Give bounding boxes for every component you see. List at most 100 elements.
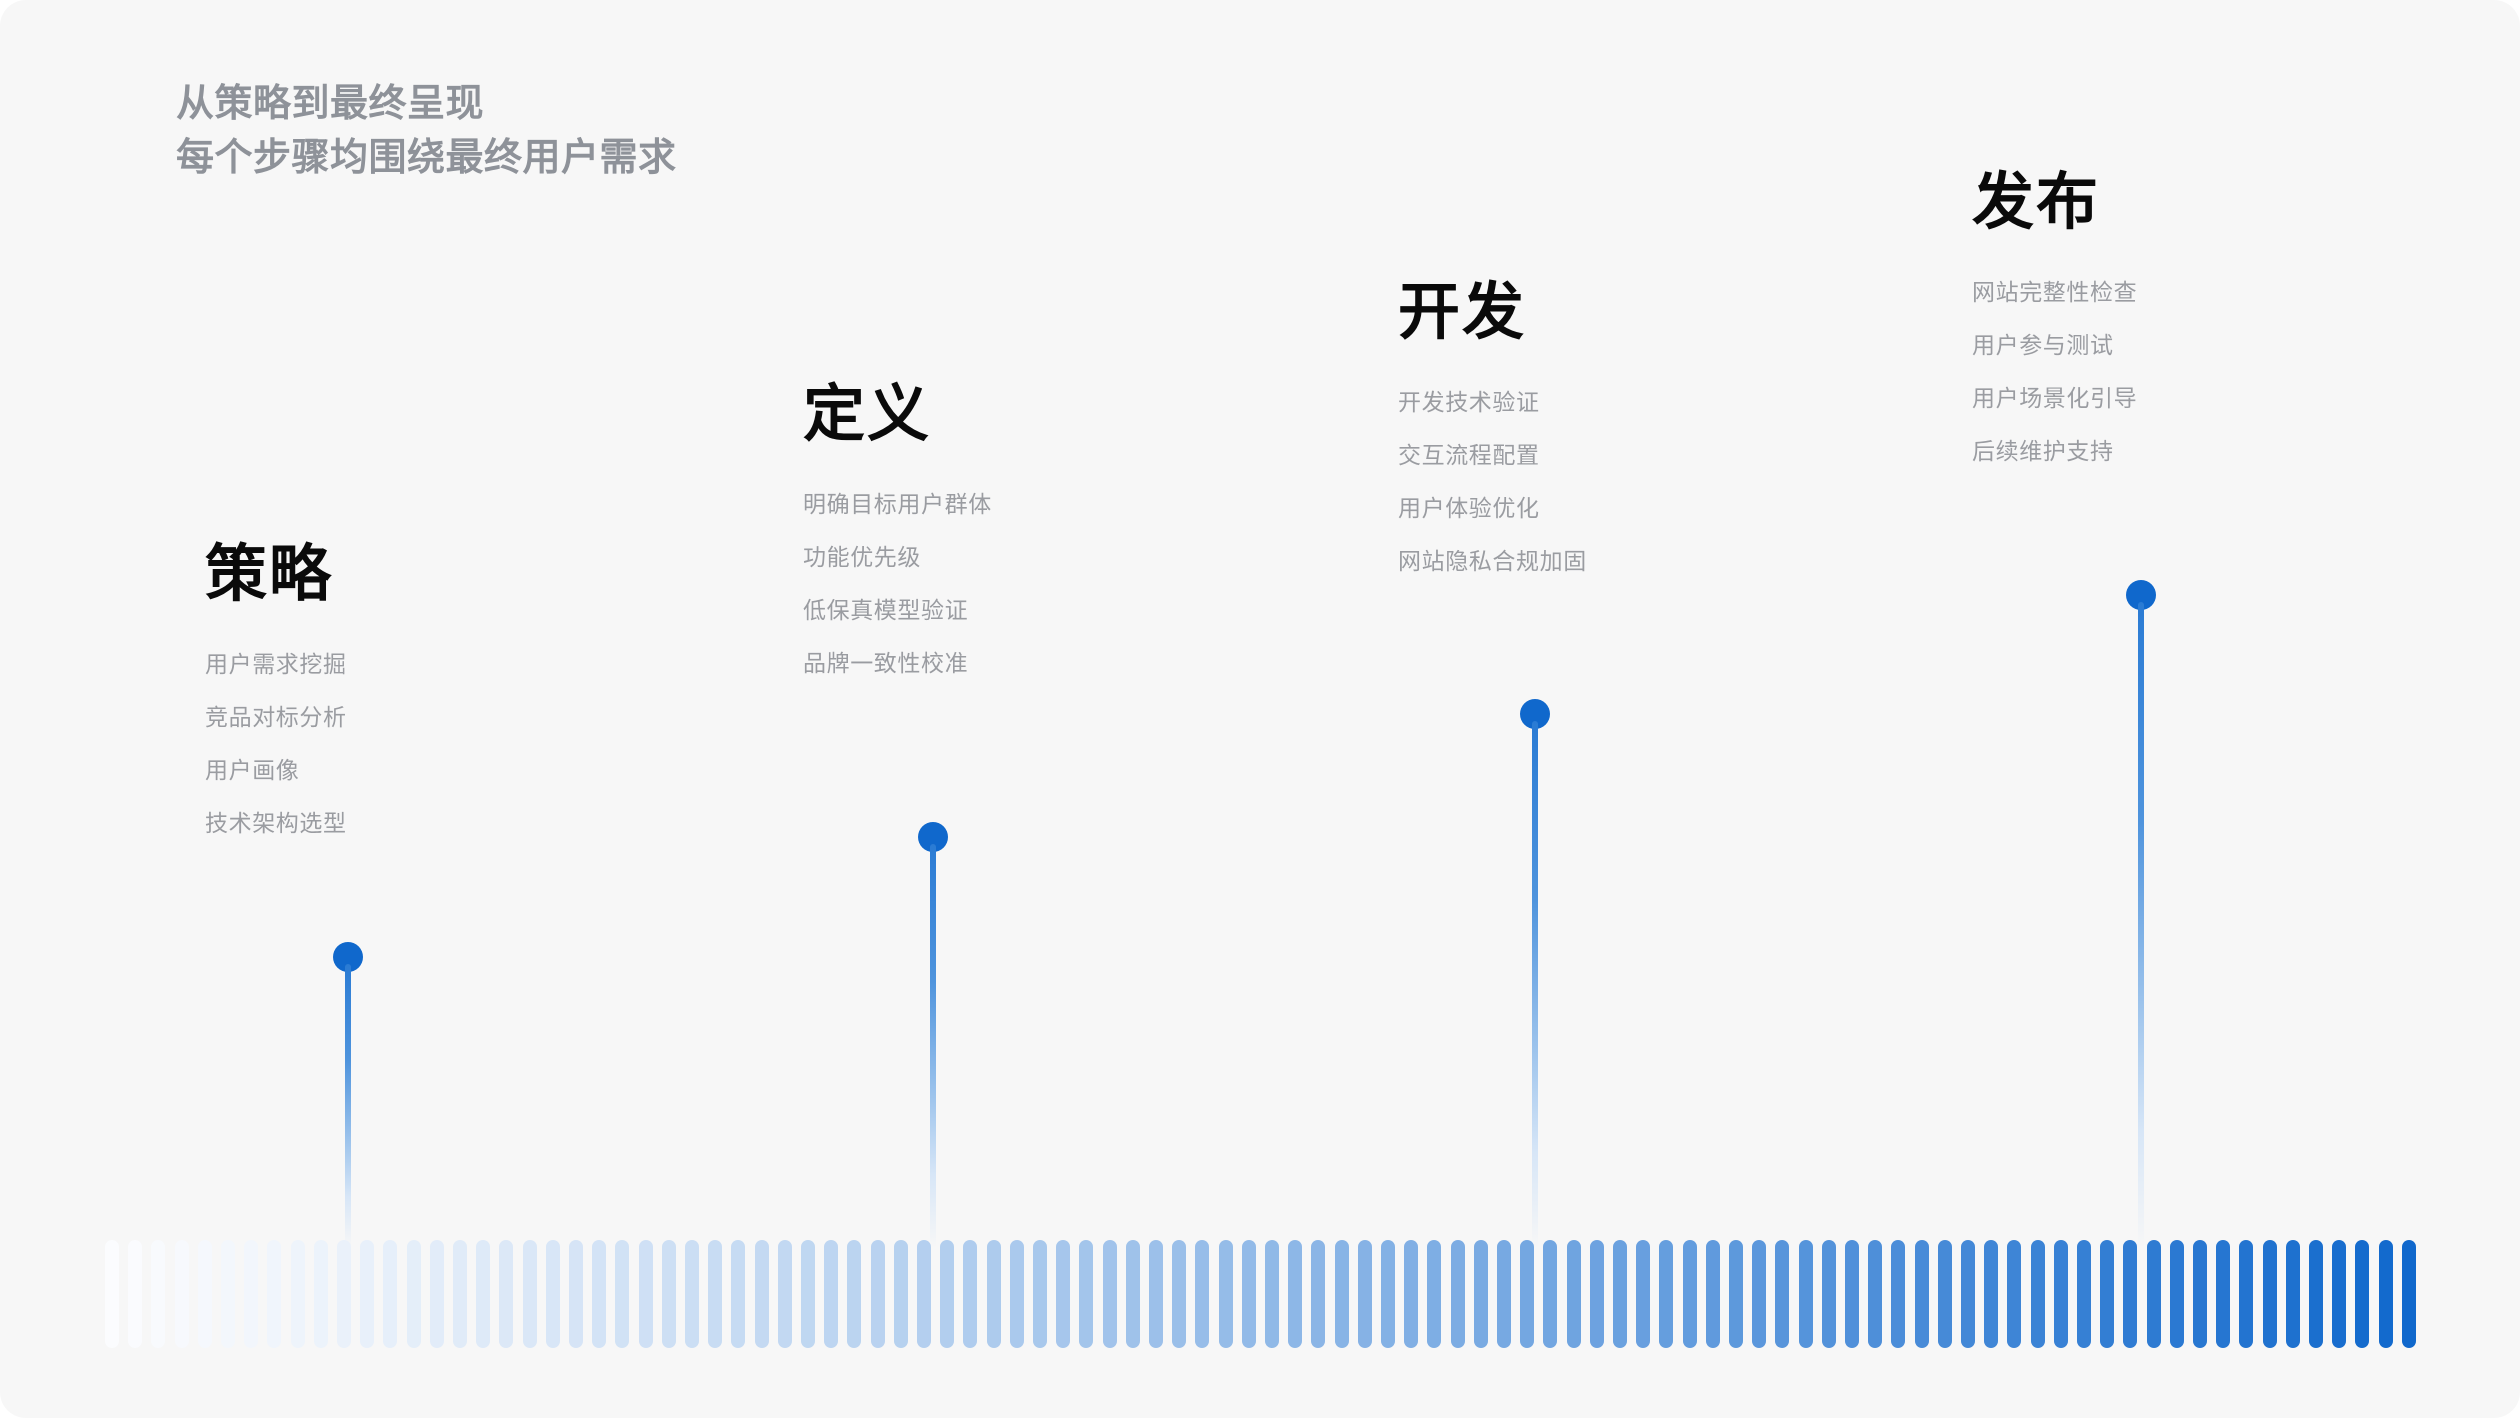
equalizer-bar	[824, 1240, 839, 1348]
pin-stem	[345, 964, 351, 1248]
equalizer-bars	[105, 1240, 2417, 1348]
page-title: 从策略到最终呈现 每个步骤均围绕最终用户需求	[176, 78, 677, 186]
equalizer-bar	[1984, 1240, 1999, 1348]
equalizer-bar	[1798, 1240, 1813, 1348]
equalizer-bar	[1381, 1240, 1395, 1348]
heading-line-1: 从策略到最终呈现	[176, 83, 485, 125]
equalizer-bar	[1427, 1240, 1442, 1348]
equalizer-bar	[2332, 1240, 2347, 1348]
equalizer-bar	[1961, 1240, 1975, 1348]
equalizer-bar	[151, 1240, 166, 1348]
equalizer-bar	[1497, 1240, 1511, 1348]
list-item: 竞品对标分析	[205, 704, 347, 731]
equalizer-bar	[267, 1240, 282, 1348]
equalizer-bar	[1357, 1240, 1372, 1348]
equalizer-bar	[1125, 1240, 1140, 1348]
equalizer-bar	[615, 1240, 630, 1348]
equalizer-bar	[1172, 1240, 1187, 1348]
equalizer-bar	[986, 1240, 1001, 1348]
equalizer-bar	[963, 1240, 978, 1348]
equalizer-bar	[2285, 1240, 2300, 1348]
equalizer-bar	[1682, 1240, 1697, 1348]
equalizer-bar	[221, 1240, 235, 1348]
equalizer-bar	[244, 1240, 259, 1348]
equalizer-bar	[777, 1240, 792, 1348]
equalizer-bar	[429, 1240, 444, 1348]
equalizer-bar	[2077, 1240, 2091, 1348]
list-item: 网站完整性检查	[1972, 279, 2138, 306]
list-item: 交互流程配置	[1398, 442, 1540, 469]
list-item: 网站隐私合规加固	[1398, 548, 1587, 575]
equalizer-bar	[1636, 1240, 1651, 1348]
heading-line-2: 每个步骤均围绕最终用户需求	[176, 136, 677, 179]
equalizer-bar	[1265, 1240, 1279, 1348]
equalizer-bar	[661, 1240, 676, 1348]
equalizer-bar	[360, 1240, 375, 1348]
equalizer-bar	[1868, 1240, 1883, 1348]
equalizer-bar	[2053, 1240, 2068, 1348]
equalizer-bar	[2146, 1240, 2161, 1348]
milestone-items-strategy: 用户需求挖掘竞品对标分析用户画像技术架构选型	[205, 653, 347, 835]
equalizer-bar	[2355, 1240, 2370, 1348]
list-item: 功能优先级	[803, 544, 921, 571]
equalizer-bar	[1914, 1240, 1929, 1348]
equalizer-bar	[569, 1240, 583, 1348]
equalizer-bar	[1311, 1240, 1326, 1348]
list-item: 用户画像	[205, 757, 300, 784]
equalizer-bar	[2216, 1240, 2231, 1348]
pin-stem	[2138, 602, 2144, 1248]
equalizer-bar	[499, 1240, 514, 1348]
equalizer-bar	[1079, 1240, 1094, 1348]
equalizer-bar	[1404, 1240, 1419, 1348]
equalizer-bar	[2007, 1240, 2022, 1348]
equalizer-bar	[2123, 1240, 2138, 1348]
equalizer-bar	[1589, 1240, 1604, 1348]
equalizer-bar	[406, 1240, 421, 1348]
equalizer-bar	[476, 1240, 491, 1348]
equalizer-bar	[2169, 1240, 2184, 1348]
equalizer-bar	[545, 1240, 560, 1348]
equalizer-bar	[1218, 1240, 1233, 1348]
equalizer-bar	[1659, 1240, 1674, 1348]
milestone-title-define: 定义	[803, 380, 932, 449]
equalizer-bar	[917, 1240, 931, 1348]
milestone-release: 发布网站完整性检查用户参与测试用户场景化引导后续维护支持	[1972, 168, 2137, 463]
equalizer-bar	[1613, 1240, 1627, 1348]
equalizer-bar	[453, 1240, 467, 1348]
equalizer-bar	[522, 1240, 537, 1348]
list-item: 明确目标用户群体	[803, 491, 992, 518]
milestone-title-release: 发布	[1972, 168, 2101, 237]
milestone-title-develop: 开发	[1398, 278, 1527, 347]
equalizer-bar	[893, 1240, 908, 1348]
equalizer-bar	[1752, 1240, 1767, 1348]
pin-stem	[930, 844, 936, 1248]
list-item: 用户参与测试	[1972, 332, 2114, 359]
equalizer-bar	[708, 1240, 723, 1348]
milestone-items-develop: 开发技术验证交互流程配置用户体验优化网站隐私合规加固	[1398, 391, 1587, 573]
milestone-strategy: 策略用户需求挖掘竞品对标分析用户画像技术架构选型	[205, 540, 347, 835]
equalizer-bar	[197, 1240, 212, 1348]
equalizer-bar	[1891, 1240, 1906, 1348]
list-item: 后续维护支持	[1972, 438, 2114, 465]
equalizer-bar	[1729, 1240, 1743, 1348]
equalizer-bar	[1821, 1240, 1836, 1348]
equalizer-bar	[1845, 1240, 1859, 1348]
list-item: 用户场景化引导	[1972, 385, 2138, 412]
equalizer-bar	[2239, 1240, 2254, 1348]
pin-stem	[1532, 721, 1538, 1248]
equalizer-bar	[1566, 1240, 1581, 1348]
equalizer-bar	[2262, 1240, 2277, 1348]
equalizer-bar	[1056, 1240, 1071, 1348]
equalizer-bar	[1102, 1240, 1117, 1348]
milestone-develop: 开发开发技术验证交互流程配置用户体验优化网站隐私合规加固	[1398, 278, 1587, 573]
equalizer-bar	[2030, 1240, 2045, 1348]
equalizer-bar	[2401, 1240, 2416, 1348]
equalizer-bar	[290, 1240, 305, 1348]
equalizer-bar	[1195, 1240, 1210, 1348]
milestone-title-strategy: 策略	[205, 540, 334, 609]
list-item: 开发技术验证	[1398, 389, 1540, 416]
equalizer-bar	[801, 1240, 815, 1348]
equalizer-bar	[1543, 1240, 1558, 1348]
equalizer-bar	[1705, 1240, 1720, 1348]
